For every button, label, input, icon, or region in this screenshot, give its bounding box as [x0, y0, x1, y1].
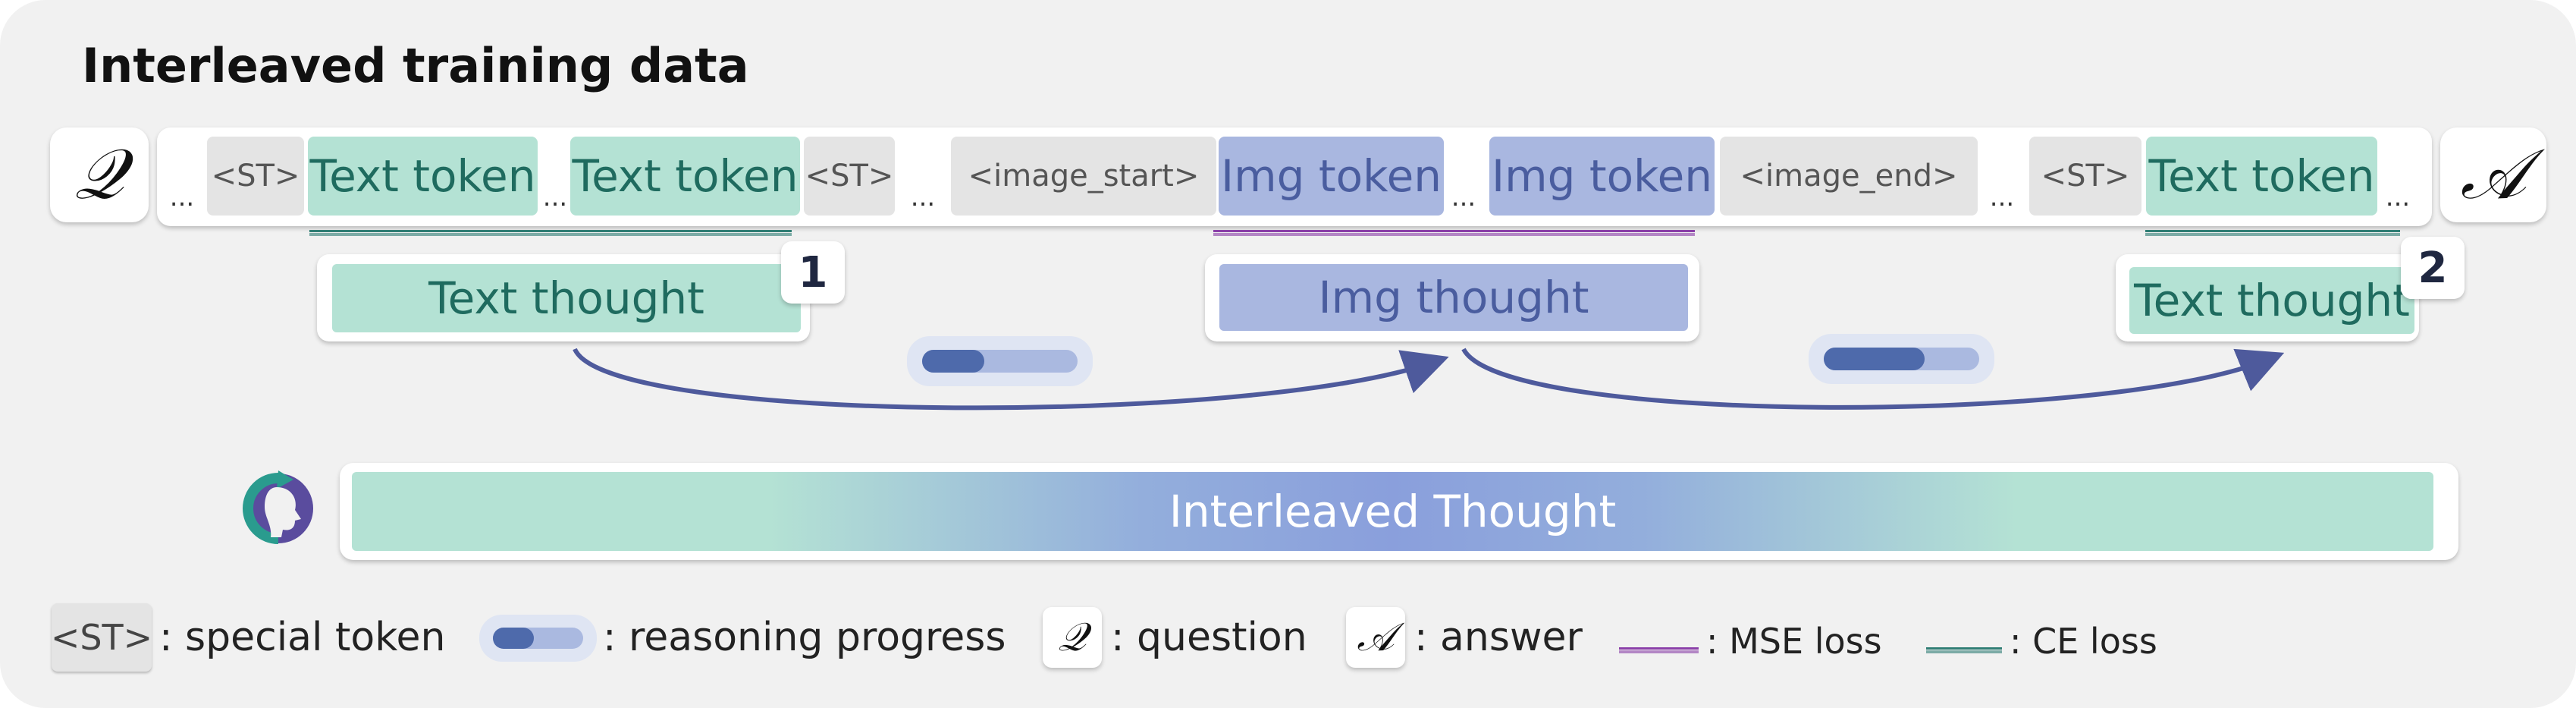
ce-loss-underline — [309, 230, 792, 237]
ellipsis: ... — [2385, 182, 2411, 212]
question-symbol: 𝒬 — [74, 134, 125, 215]
question-box: 𝒬 — [50, 127, 149, 222]
ellipsis: ... — [1989, 182, 2015, 212]
progress-fill — [1824, 348, 1925, 370]
legend-mse-line — [1619, 647, 1699, 654]
text-token: Text token — [2146, 137, 2377, 216]
image-end-token: <image_end> — [1720, 137, 1978, 216]
legend-progress-label: : reasoning progress — [603, 615, 1006, 660]
special-token: <ST> — [207, 137, 304, 216]
img-token: Img token — [1219, 137, 1444, 216]
legend-question-chip: 𝒬 — [1043, 607, 1102, 668]
ellipsis: ... — [542, 182, 568, 212]
mse-loss-underline — [1213, 230, 1695, 237]
reasoning-progress-bar — [907, 336, 1093, 386]
arrow-text-to-img-thought — [573, 348, 1449, 411]
step-badge-2: 2 — [2401, 237, 2465, 299]
interleaved-thought-bar: Interleaved Thought — [352, 472, 2433, 551]
reasoning-progress-bar — [1809, 334, 1994, 384]
text-token: Text token — [570, 137, 800, 216]
legend-answer-label: : answer — [1414, 615, 1583, 660]
cycle-thought-icon — [243, 470, 313, 544]
ce-loss-underline — [2145, 230, 2400, 237]
legend-question-label: : question — [1111, 615, 1307, 660]
progress-track — [922, 350, 1078, 373]
img-thought: Img thought — [1219, 264, 1688, 331]
special-token: <ST> — [804, 137, 895, 216]
legend-special-token-chip: <ST> — [51, 603, 152, 672]
answer-symbol: 𝒜 — [2460, 134, 2527, 215]
progress-track — [493, 628, 583, 649]
legend-special-token-label: : special token — [159, 615, 446, 660]
text-thought-2: Text thought — [2129, 267, 2414, 334]
image-start-token: <image_start> — [951, 137, 1216, 216]
text-thought: Text thought — [332, 264, 801, 332]
ellipsis: ... — [169, 182, 195, 212]
ellipsis: ... — [910, 182, 936, 212]
legend-ce-line — [1926, 647, 2002, 654]
legend-answer-chip: 𝒜 — [1346, 607, 1405, 668]
diagram-title: Interleaved training data — [82, 38, 749, 93]
legend-progress-chip — [479, 615, 597, 662]
legend-answer-symbol: 𝒜 — [1357, 614, 1395, 660]
img-token: Img token — [1489, 137, 1715, 216]
progress-track — [1824, 348, 1979, 370]
step-badge-1: 1 — [781, 241, 845, 304]
special-token: <ST> — [2029, 137, 2141, 216]
arrow-img-to-text-thought — [1461, 348, 2285, 410]
ellipsis: ... — [1451, 182, 1476, 212]
progress-fill — [493, 628, 534, 649]
answer-box: 𝒜 — [2440, 127, 2546, 222]
legend-question-symbol: 𝒬 — [1058, 614, 1087, 660]
legend-mse-label: : MSE loss — [1706, 621, 1882, 662]
text-token: Text token — [308, 137, 538, 216]
progress-fill — [922, 350, 984, 373]
legend-ce-label: : CE loss — [2010, 621, 2157, 662]
